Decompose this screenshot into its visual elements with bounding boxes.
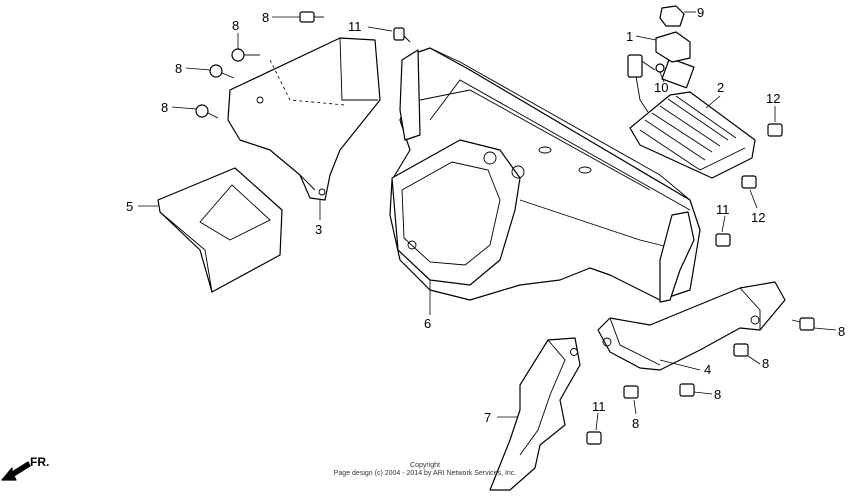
callout-6: 6 <box>424 316 431 331</box>
front-label: FR. <box>30 455 49 469</box>
bolt-8-right-far <box>791 317 837 331</box>
bolt-8-right-low <box>679 383 713 397</box>
bolt-11-bottom <box>586 412 602 445</box>
callout-12-lower: 12 <box>751 210 765 225</box>
copyright-label: Copyright <box>410 462 440 469</box>
bolt-11-top <box>367 26 411 43</box>
bolt-8-right-mid <box>733 343 761 365</box>
callout-8-right-far: 8 <box>838 324 845 339</box>
callout-7: 7 <box>484 410 491 425</box>
callout-8-right-mid: 8 <box>762 356 769 371</box>
callout-2: 2 <box>717 80 724 95</box>
bolt-8-bottom <box>623 385 639 415</box>
callout-11-bottom: 11 <box>592 399 606 414</box>
clip-holder <box>635 5 696 83</box>
callout-8-right-low: 8 <box>714 387 721 402</box>
callout-8-upper: 8 <box>232 18 239 33</box>
copyright-notice: Page design (c) 2004 - 2014 by ARI Netwo… <box>333 470 517 477</box>
callout-8-top: 8 <box>262 10 269 25</box>
side-cover-lower <box>138 167 283 293</box>
callout-8-left: 8 <box>161 100 168 115</box>
bolt-8-mid <box>185 64 235 79</box>
bolt-8-upper <box>231 33 260 62</box>
bolt-11-right <box>715 215 731 247</box>
fairing-stay-frame <box>389 47 701 315</box>
callout-11-top: 11 <box>348 19 362 34</box>
bolt-8-left <box>171 104 219 119</box>
callout-11-right: 11 <box>716 202 730 217</box>
callout-3: 3 <box>315 222 322 237</box>
regulator-rectifier <box>627 54 756 179</box>
bolt-8-top <box>272 11 324 23</box>
callout-1: 1 <box>626 29 633 44</box>
front-direction-arrow-icon: FR. <box>1 455 49 481</box>
callout-5: 5 <box>126 199 133 214</box>
bolt-12-upper <box>767 106 783 137</box>
callout-8-bottom: 8 <box>632 416 639 431</box>
side-cover-upper <box>227 37 381 220</box>
callout-8-mid: 8 <box>175 61 182 76</box>
bolt-12-lower <box>741 175 758 209</box>
bracket-bottom <box>489 337 581 491</box>
callout-4: 4 <box>704 362 711 377</box>
callout-10: 10 <box>654 80 668 95</box>
callout-12-upper: 12 <box>766 91 780 106</box>
bracket-right <box>597 281 786 371</box>
callout-9: 9 <box>697 5 704 20</box>
